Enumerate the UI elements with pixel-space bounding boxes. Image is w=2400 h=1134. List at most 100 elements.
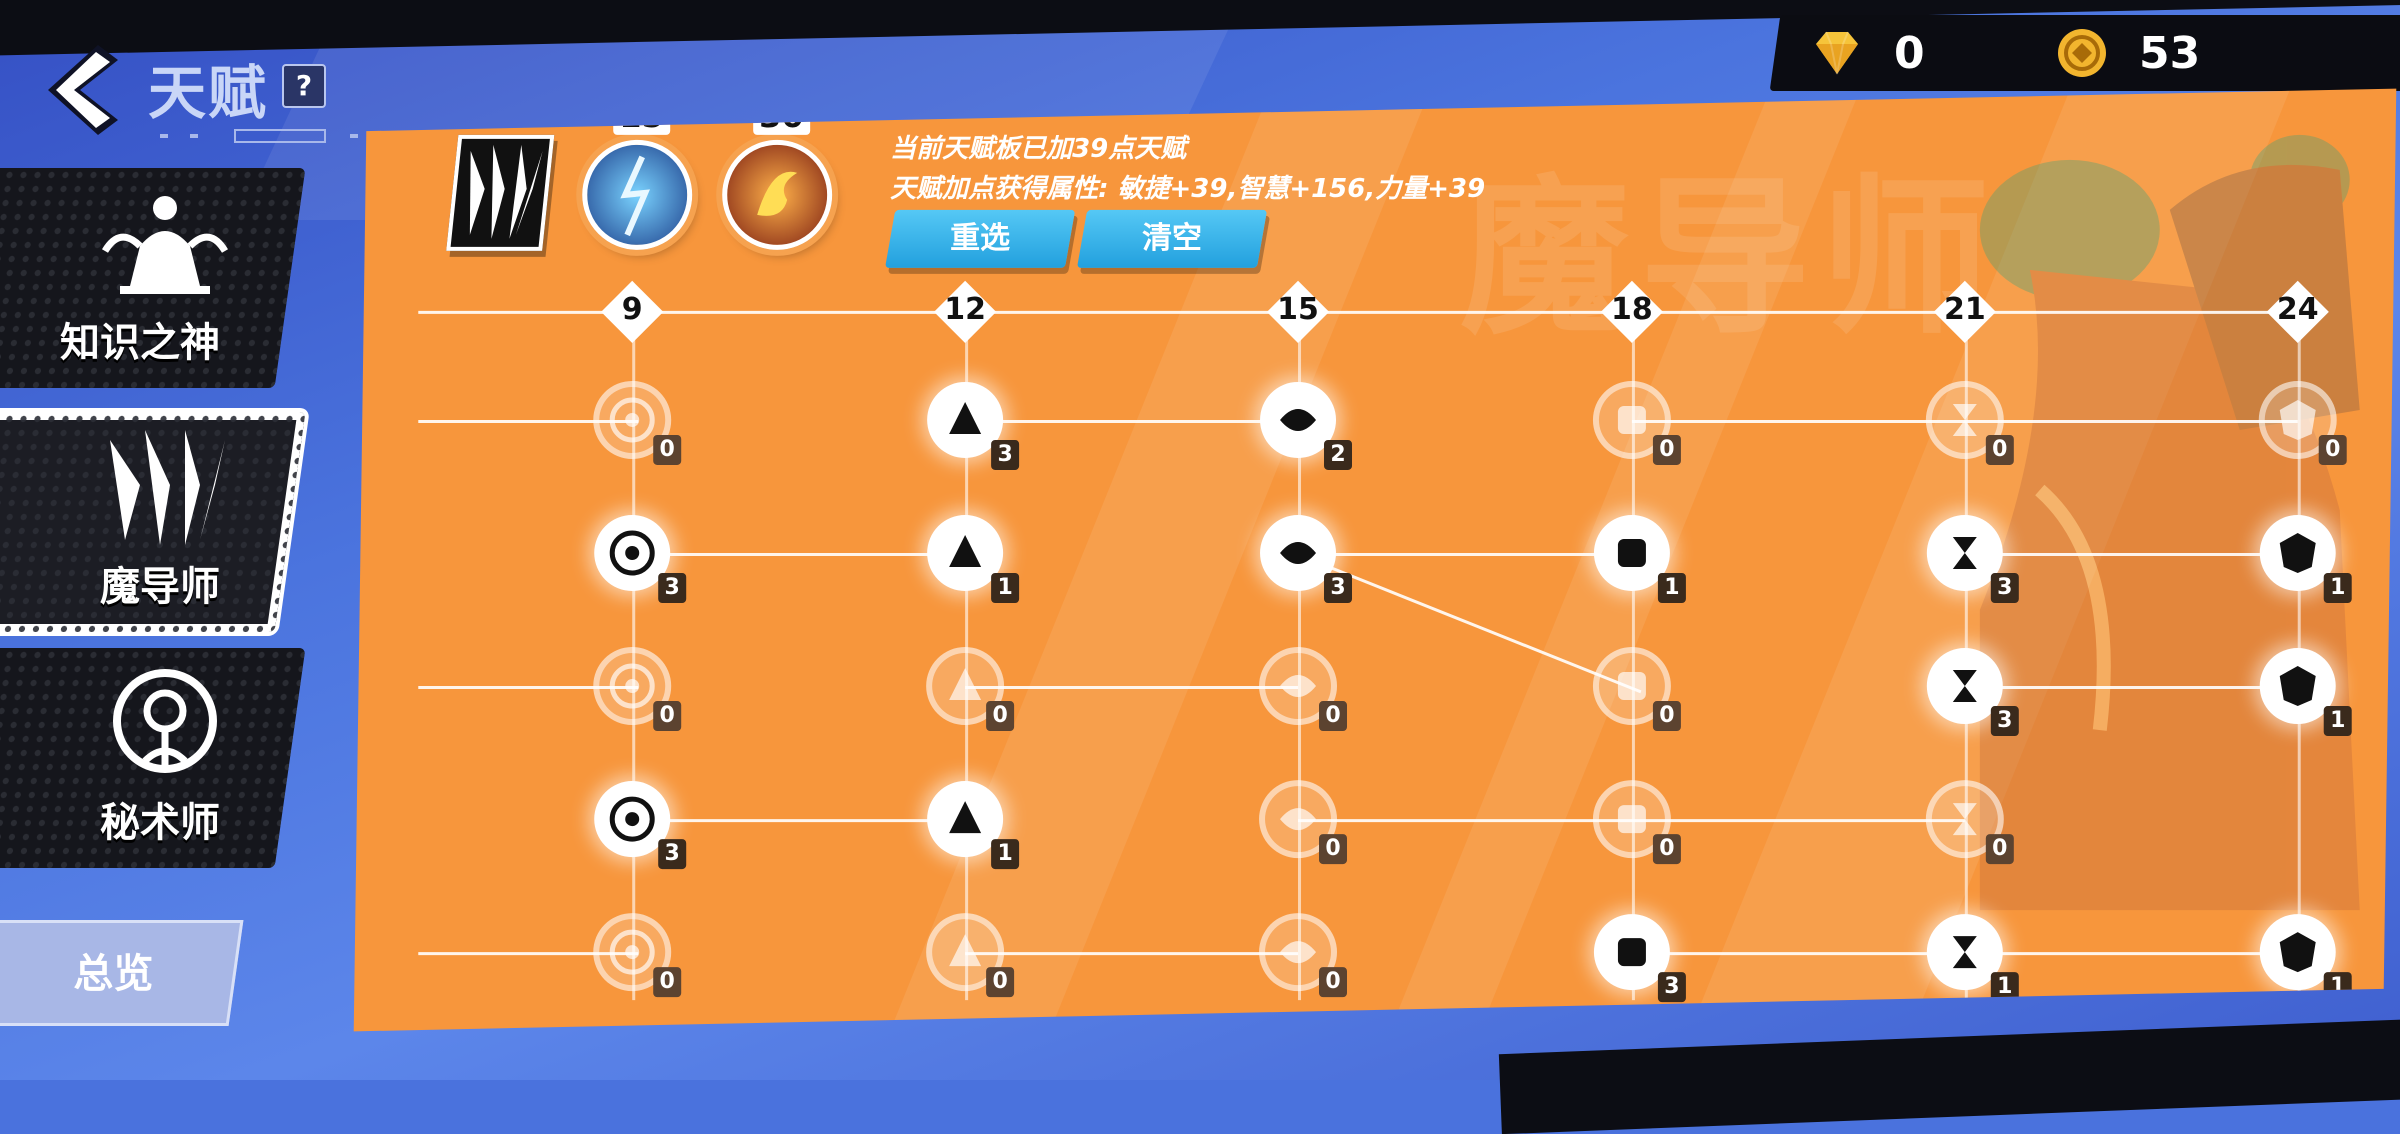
back-button[interactable]: [38, 40, 134, 140]
talent-rank: 1: [991, 839, 1020, 870]
diamond-icon: [1816, 31, 1858, 75]
talent-rank: 1: [991, 573, 1020, 604]
talent-board: 魔导师 15 30: [353, 88, 2397, 1032]
sage-icon: [101, 196, 229, 294]
talent-rank: 0: [653, 701, 682, 732]
talent-node[interactable]: 3: [594, 514, 687, 604]
talent-icon: [2279, 532, 2316, 574]
talent-icon: [1617, 672, 1646, 701]
overview-button[interactable]: 总览: [0, 920, 244, 1026]
level-axis: [418, 310, 2298, 314]
talent-node[interactable]: 0: [1592, 647, 1681, 732]
talent-icon: [1952, 803, 1977, 836]
clear-button[interactable]: 清空: [1076, 209, 1268, 268]
talent-points-info: 当前天赋板已加39点天赋: [890, 133, 1187, 164]
talent-node[interactable]: 0: [1592, 780, 1681, 865]
talent-rank: 3: [1657, 972, 1686, 1003]
talent-icon: [1952, 403, 1977, 436]
talent-node[interactable]: 3: [927, 381, 1020, 470]
talent-node[interactable]: 0: [926, 913, 1015, 998]
talent-icon: [609, 796, 655, 842]
talent-rank: 0: [1652, 701, 1681, 732]
talent-rank: 3: [658, 572, 687, 604]
talent-node[interactable]: 0: [926, 647, 1015, 732]
talent-node[interactable]: 1: [2259, 914, 2352, 1003]
talent-icon: [1617, 805, 1646, 834]
class-tab-god-of-knowledge[interactable]: 知识之神: [0, 168, 306, 388]
claw-icon: [109, 430, 225, 545]
gem-count: 0: [1894, 27, 1925, 79]
talent-rank: 1: [2323, 573, 2352, 604]
talent-node[interactable]: 3: [594, 781, 687, 870]
talent-node[interactable]: 3: [1593, 914, 1686, 1003]
talent-node[interactable]: 0: [1925, 780, 2014, 865]
talent-icon: [949, 401, 982, 434]
talent-node[interactable]: 0: [593, 380, 682, 465]
class-label: 知识之神: [60, 320, 220, 366]
talent-icon: [1280, 941, 1317, 964]
claw-icon: [469, 144, 543, 239]
talent-icon: [2279, 666, 2316, 707]
talent-node[interactable]: 1: [2259, 648, 2352, 737]
talent-rank: 0: [2318, 434, 2347, 465]
talent-rank: 0: [1652, 434, 1681, 465]
talent-icon: [609, 929, 655, 975]
talent-node[interactable]: 2: [1260, 381, 1353, 470]
eye-sigil-icon: [113, 669, 217, 773]
talent-node[interactable]: 0: [593, 913, 682, 998]
class-label: 魔导师: [99, 564, 220, 610]
class-tab-mystic[interactable]: 秘术师: [0, 648, 306, 868]
talent-rank: 0: [1319, 834, 1348, 865]
talent-node[interactable]: 1: [927, 781, 1020, 870]
hero-portrait: [1979, 134, 2360, 911]
talent-rank: 3: [991, 439, 1020, 470]
coin-count: 53: [2139, 27, 2201, 79]
page-title: 天赋: [148, 59, 269, 127]
talent-rank: 0: [1652, 834, 1681, 865]
talent-node[interactable]: 0: [1259, 780, 1348, 865]
equipped-skill-fire[interactable]: 30: [722, 96, 833, 250]
talent-node[interactable]: 0: [1592, 380, 1681, 465]
talent-node[interactable]: 0: [593, 647, 682, 732]
talent-node[interactable]: 0: [1259, 647, 1348, 732]
talent-icon: [1952, 936, 1977, 969]
talent-rank: 3: [658, 839, 687, 870]
talent-icon: [1280, 408, 1317, 431]
talent-rank: 0: [986, 701, 1015, 732]
talent-rank: 3: [1990, 573, 2019, 604]
talent-node[interactable]: 1: [1926, 914, 2019, 1003]
talent-icon: [1280, 808, 1317, 831]
talent-icon: [1952, 670, 1977, 703]
talent-icon: [1280, 541, 1317, 565]
overview-label: 总览: [73, 951, 154, 997]
fire-orb-icon: [757, 171, 798, 216]
talent-node[interactable]: 0: [1925, 380, 2014, 465]
talent-node[interactable]: 1: [927, 514, 1020, 604]
talent-icon: [1280, 675, 1317, 698]
talent-rank: 0: [1319, 967, 1348, 998]
talent-node[interactable]: 3: [1926, 648, 2019, 737]
class-label: 秘术师: [99, 800, 220, 846]
talent-node[interactable]: 1: [2259, 514, 2352, 604]
gem-counter: 0: [1810, 20, 1925, 86]
talent-icon: [949, 934, 982, 967]
talent-rank: 0: [986, 967, 1015, 998]
talent-icon: [1617, 538, 1646, 568]
talent-node[interactable]: 3: [1260, 514, 1353, 604]
talent-node[interactable]: 3: [1926, 514, 2019, 604]
talent-rank: 1: [1657, 573, 1686, 604]
talent-node[interactable]: 0: [2258, 380, 2347, 465]
class-tab-archmage[interactable]: 魔导师: [0, 412, 306, 632]
reset-button[interactable]: 重选: [885, 209, 1076, 268]
coin-icon: [2058, 29, 2106, 77]
equipped-skill-lightning[interactable]: 15: [582, 96, 693, 250]
talent-rank: 0: [1985, 834, 2014, 865]
talent-icon: [1952, 536, 1977, 570]
talent-rank: 2: [1324, 439, 1353, 470]
help-icon[interactable]: ?: [282, 64, 326, 108]
talent-icon: [609, 663, 655, 709]
talent-icon: [949, 668, 982, 701]
equipped-class-badge: [446, 134, 555, 251]
talent-node[interactable]: 0: [1259, 913, 1348, 998]
talent-node[interactable]: 1: [1593, 514, 1686, 604]
